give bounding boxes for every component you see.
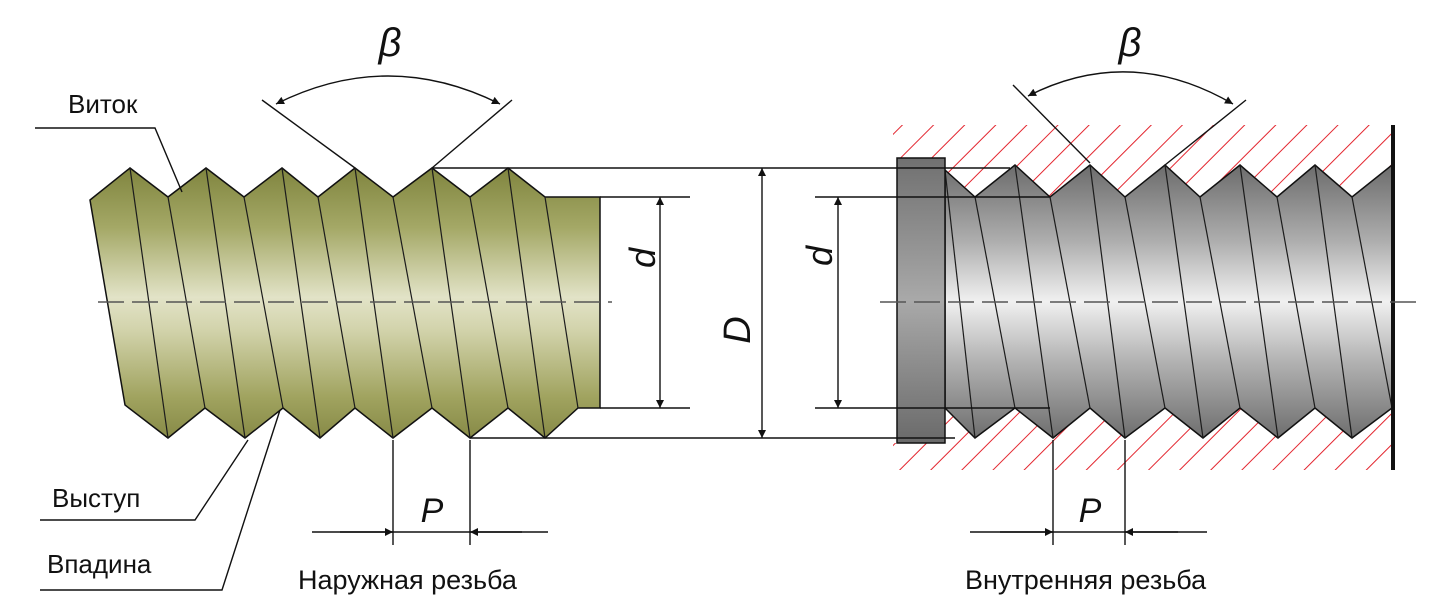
helix-line (944, 169, 976, 439)
internal-d-label: d (799, 245, 840, 266)
labels: β β d D d P P Виток Выступ Впадина Наруж… (47, 21, 1207, 595)
internal-pitch-label: P (1079, 492, 1102, 530)
root-callout: Впадина (47, 549, 152, 579)
hatch-top (893, 125, 1392, 197)
root-leader (40, 409, 281, 591)
external-thread (89, 167, 612, 439)
external-angle-label: β (378, 21, 402, 65)
external-d-label: d (622, 247, 663, 268)
helix-line (281, 167, 321, 439)
turn-callout: Виток (68, 89, 138, 119)
helix-line (354, 167, 394, 439)
crest-leader (40, 439, 249, 521)
external-thread-body (89, 167, 601, 439)
external-angle-arc (275, 75, 501, 105)
major-D-label: D (717, 316, 759, 343)
angle-extension-line (431, 99, 513, 169)
helix-line (1164, 164, 1204, 439)
crest-callout: Выступ (52, 483, 140, 513)
helix-line (205, 167, 246, 439)
helix-line (129, 167, 169, 439)
internal-thread-chamfer (896, 157, 946, 444)
hatch-bottom (893, 408, 1392, 470)
external-pitch-label: P (421, 492, 444, 530)
dimensions (35, 71, 1247, 591)
turn-leader (35, 127, 183, 193)
internal-angle-label: β (1118, 21, 1142, 65)
internal-angle-arc (1027, 71, 1234, 105)
helix-line (431, 167, 471, 439)
helix-line (1124, 196, 1166, 409)
external-thread-caption: Наружная резьба (298, 565, 518, 595)
angle-extension-line (1012, 84, 1091, 164)
angle-extension-line (261, 99, 356, 169)
angle-extension-line (1164, 99, 1247, 166)
internal-thread (880, 125, 1420, 470)
helix-line (507, 167, 546, 439)
internal-thread-caption: Внутренняя резьба (965, 565, 1207, 595)
helix-line (243, 196, 284, 409)
